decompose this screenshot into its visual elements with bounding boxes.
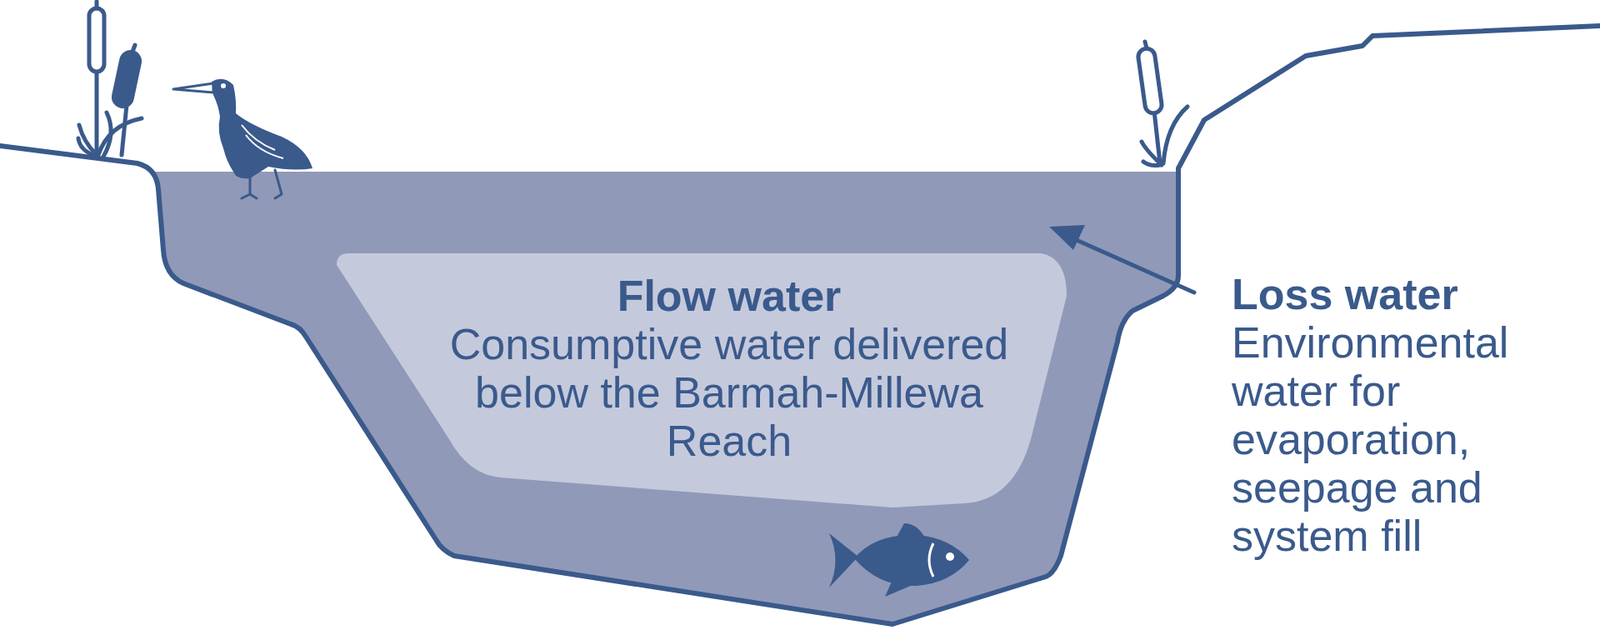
fish [829, 523, 970, 597]
water-fill [150, 171, 1179, 625]
region-fill [336, 253, 1067, 508]
loss-heading: Loss water [1231, 270, 1532, 319]
reed-right [1137, 41, 1188, 166]
loss-description: Environmental water for evaporation, see… [1231, 318, 1520, 560]
region-body: Consumptive water delivered below the Ba… [437, 320, 1021, 465]
reeds-left [78, 1, 142, 157]
region-text-group: Flow waterConsumptive water delivered be… [437, 271, 1021, 465]
channel-outline [0, 25, 1600, 625]
bird [173, 79, 313, 199]
loss-arrow [1049, 225, 1195, 293]
flow-water-region: Flow waterConsumptive water delivered be… [336, 253, 1067, 508]
region-heading: Flow water [437, 271, 1021, 320]
